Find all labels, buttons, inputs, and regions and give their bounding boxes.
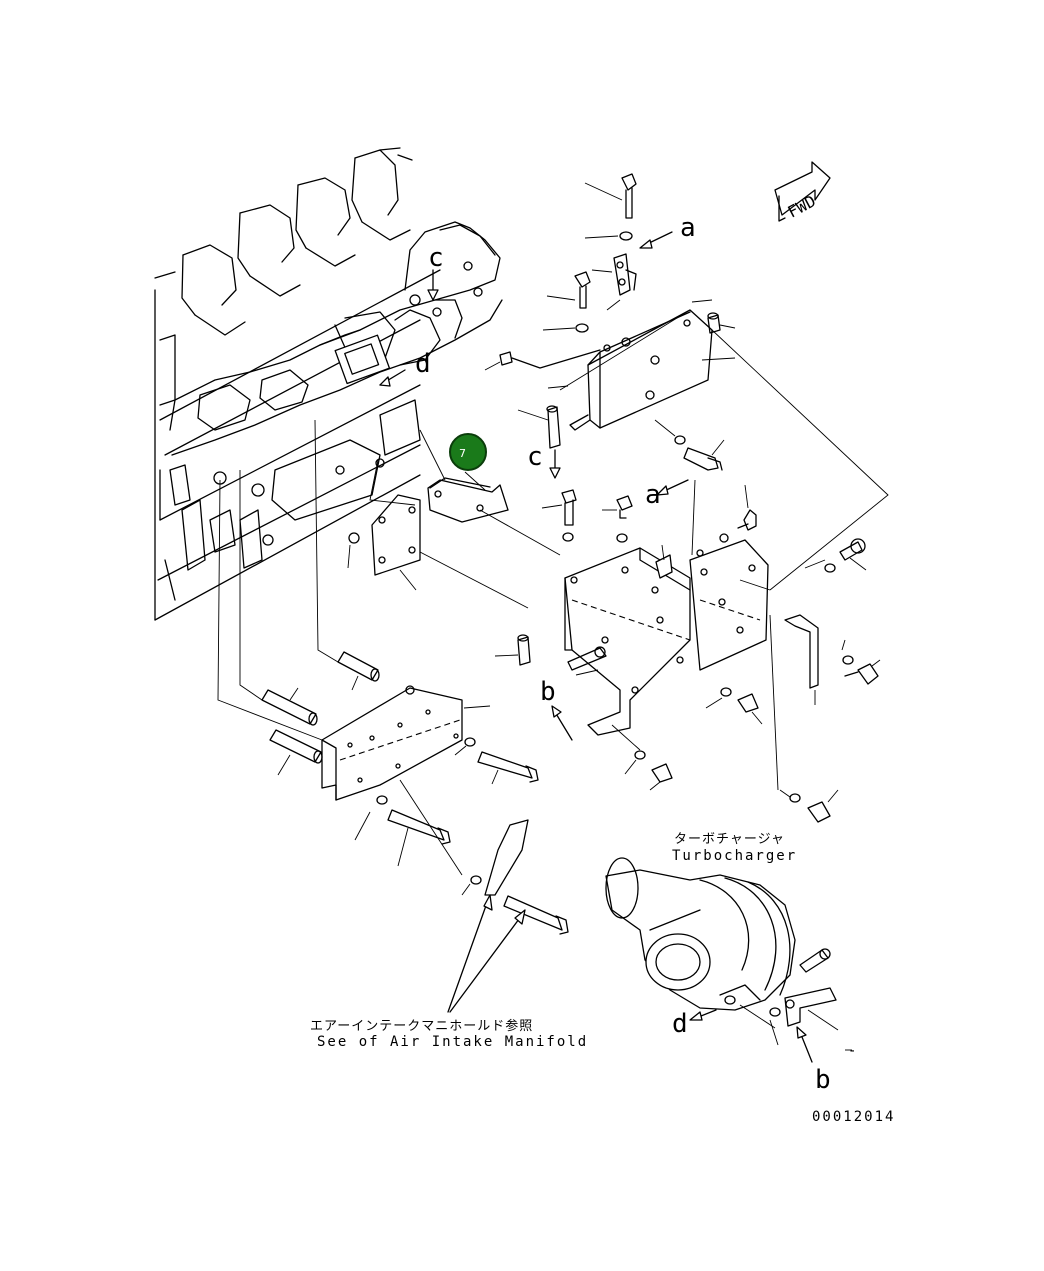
ref-letter-a-top: a bbox=[680, 213, 696, 243]
turbocharger bbox=[605, 857, 852, 1063]
left-plate-bracket bbox=[347, 494, 529, 609]
ref-letter-c-mid: c bbox=[527, 442, 543, 472]
intake-caption-en: See of Air Intake Manifold bbox=[317, 1034, 588, 1050]
turbocharger-caption-en: Turbocharger bbox=[672, 848, 797, 864]
drawing-number: 00012014 bbox=[812, 1109, 895, 1125]
ref-letter-d-engine: d bbox=[415, 349, 431, 379]
ref-letter-a-mid: a bbox=[645, 480, 661, 510]
lower-left-heat-shield bbox=[217, 419, 569, 1013]
middle-heat-shield bbox=[494, 479, 881, 823]
upper-bracket-assembly bbox=[484, 173, 889, 591]
fwd-label: FWD bbox=[784, 191, 818, 221]
ref-letter-b-left: b bbox=[540, 677, 556, 707]
part-callout-number: 7 bbox=[459, 447, 466, 460]
bracket-part bbox=[419, 429, 561, 556]
part-callout-marker[interactable] bbox=[449, 433, 487, 471]
engine-block bbox=[154, 147, 503, 621]
forward-direction-badge: FWD bbox=[774, 161, 831, 222]
ref-letter-d-turbo: d bbox=[672, 1009, 688, 1039]
ref-letter-b-bottom: b bbox=[815, 1065, 831, 1095]
intake-caption-jp: エアーインテークマニホールド参照 bbox=[310, 1018, 533, 1034]
ref-letter-c-engine: c bbox=[428, 243, 444, 273]
turbocharger-caption-jp: ターボチャージャ bbox=[674, 832, 785, 847]
small-dash-mark: - bbox=[848, 1043, 858, 1059]
